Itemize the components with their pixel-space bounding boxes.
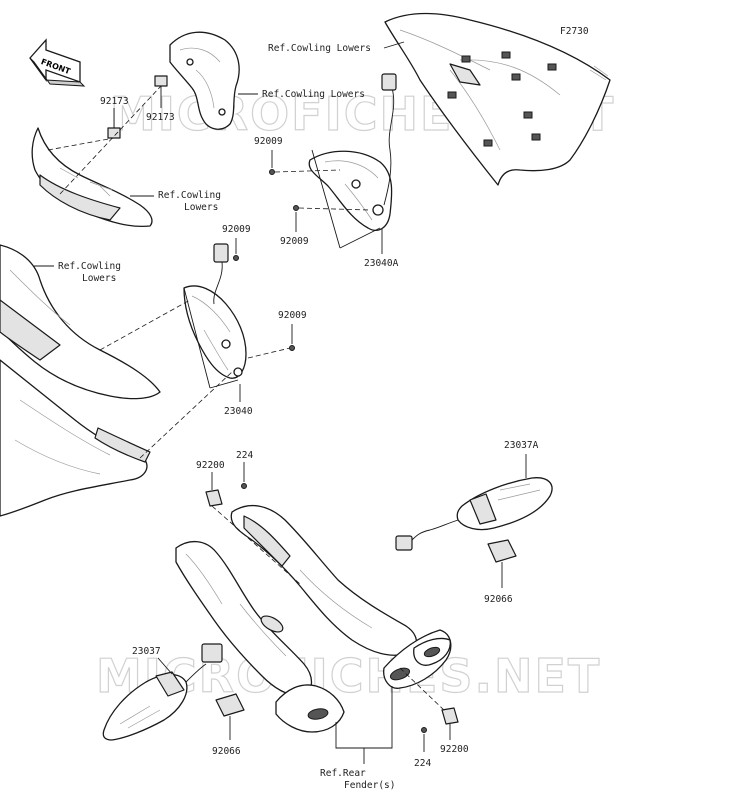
- callout-ref-cowling-3a: Ref.Cowling: [158, 190, 221, 201]
- screw-92009-a: [269, 150, 341, 175]
- turn-signal-bracket-23040: [183, 243, 247, 379]
- label-23040A: 23040A: [364, 258, 399, 269]
- label-23040: 23040: [224, 406, 253, 417]
- screw-92009-d: [247, 324, 295, 359]
- rear-fender-assembly: [175, 504, 452, 733]
- leader-bracket: [183, 287, 211, 389]
- leader-bracket: [209, 379, 239, 389]
- bracket-92200-b: [441, 707, 459, 740]
- label-92066-b: 92066: [212, 746, 241, 757]
- bracket-92200-a: [205, 472, 223, 507]
- turn-signal-23037A: [395, 477, 553, 551]
- callout-ref-cowling-1: Ref.Cowling Lowers: [268, 43, 371, 54]
- diagram-code: F2730: [560, 26, 589, 37]
- callout-ref-cowling-3b: Lowers: [184, 202, 218, 213]
- front-arrow-icon: FRONT: [29, 38, 86, 87]
- label-92173-b: 92173: [146, 112, 175, 123]
- connector-icon: [395, 535, 413, 551]
- connector-icon: [213, 243, 229, 263]
- cowling-lower-left-small: [31, 127, 153, 228]
- screw-92009-c: [233, 238, 239, 261]
- callout-ref-cowling-4b: Lowers: [82, 273, 116, 284]
- projection-line: [211, 505, 301, 585]
- callout-ref-fender-1: Ref.Rear: [320, 768, 366, 779]
- turn-signal-23037: [102, 643, 223, 741]
- label-92066-a: 92066: [484, 594, 513, 605]
- cowling-bracket-top-middle: [169, 31, 240, 130]
- label-23037: 23037: [132, 646, 161, 657]
- screw-92009-b: [293, 205, 371, 232]
- projection-line: [399, 667, 447, 713]
- label-92009-b: 92009: [280, 236, 309, 247]
- leader-bracket: [311, 149, 341, 249]
- label-23037A: 23037A: [504, 440, 539, 451]
- leader-bracket: [339, 227, 381, 249]
- turn-signal-bracket-23040A: [308, 73, 397, 231]
- leader-ref-cowling-1: [383, 41, 405, 49]
- label-92200-a: 92200: [196, 460, 225, 471]
- nut-224-b: [421, 727, 427, 752]
- label-92173-a: 92173: [100, 96, 129, 107]
- projection-line: [139, 371, 233, 459]
- connector-icon: [201, 643, 223, 663]
- leader-23037: [157, 657, 173, 675]
- callout-ref-fender-2: Fender(s): [344, 780, 395, 791]
- connector-icon: [381, 73, 397, 91]
- label-224-b: 224: [414, 758, 431, 769]
- label-92200-b: 92200: [440, 744, 469, 755]
- callout-ref-cowling-2: Ref.Cowling Lowers: [262, 89, 365, 100]
- label-92009-a: 92009: [254, 136, 283, 147]
- label-92009-d: 92009: [278, 310, 307, 321]
- projection-line: [99, 299, 191, 351]
- label-224-a: 224: [236, 450, 253, 461]
- cowling-lower-left-large: [0, 244, 161, 517]
- callout-ref-cowling-4a: Ref.Cowling: [58, 261, 121, 272]
- label-92009-c: 92009: [222, 224, 251, 235]
- grommet-92066-b: [215, 693, 245, 740]
- cowling-lower-top-right: [384, 12, 611, 186]
- nut-224-a: [241, 462, 247, 489]
- grommet-92066-a: [487, 539, 517, 588]
- projection-line: [59, 85, 162, 195]
- projection-line: [47, 137, 115, 151]
